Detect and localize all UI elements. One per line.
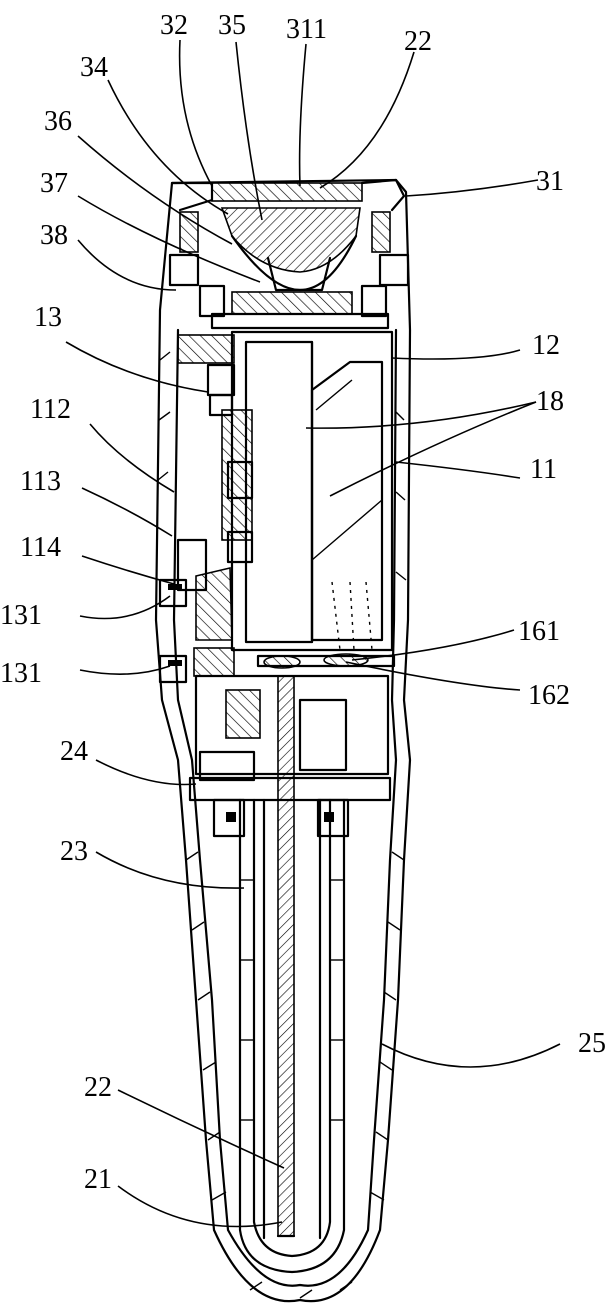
label-18: 18 (536, 386, 564, 417)
label-162: 162 (528, 680, 570, 711)
label-22-bottom: 22 (84, 1072, 112, 1103)
label-32: 32 (160, 10, 188, 41)
label-24: 24 (60, 736, 88, 767)
top-cap (168, 178, 410, 330)
label-131-upper: 131 (0, 600, 42, 631)
label-114: 114 (20, 532, 61, 563)
label-113: 113 (20, 466, 61, 497)
label-34: 34 (80, 52, 108, 83)
label-112: 112 (30, 394, 71, 425)
label-25: 25 (578, 1028, 606, 1059)
internal-chassis (158, 330, 396, 838)
label-36: 36 (44, 106, 72, 137)
label-21: 21 (84, 1164, 112, 1195)
label-31: 31 (536, 166, 564, 197)
label-13: 13 (34, 302, 62, 333)
part-labels: 32 35 311 22 34 36 31 37 38 13 12 18 112… (0, 10, 606, 1195)
label-22-top: 22 (404, 26, 432, 57)
label-161: 161 (518, 616, 560, 647)
label-311: 311 (286, 14, 327, 45)
label-11: 11 (530, 454, 557, 485)
label-35: 35 (218, 10, 246, 41)
label-38: 38 (40, 220, 68, 251)
label-12: 12 (532, 330, 560, 361)
outer-shell (154, 178, 412, 1303)
inner-tube (238, 675, 346, 1274)
label-131-lower: 131 (0, 658, 42, 689)
label-23: 23 (60, 836, 88, 867)
label-37: 37 (40, 168, 68, 199)
leader-lines (65, 39, 561, 1228)
